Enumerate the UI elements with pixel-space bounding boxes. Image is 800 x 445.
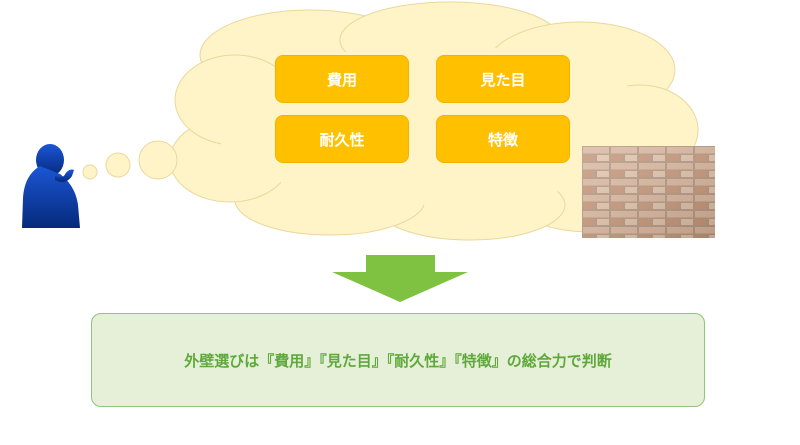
tag-feature: 特徴: [436, 115, 570, 163]
tag-cost-label: 費用: [326, 70, 357, 89]
thought-bubble-medium: [105, 152, 131, 178]
tag-feature-label: 特徴: [487, 130, 518, 149]
brick-wall-image: [582, 146, 715, 238]
tag-cost: 費用: [275, 55, 409, 103]
thought-bubble-large: [138, 140, 178, 180]
tag-look: 見た目: [436, 55, 570, 103]
tag-durability-label: 耐久性: [319, 130, 365, 149]
down-arrow: [332, 255, 468, 302]
tag-look-label: 見た目: [480, 70, 526, 89]
thought-bubble-small: [82, 164, 98, 180]
tag-durability: 耐久性: [275, 115, 409, 163]
thinking-person-icon: [22, 144, 80, 228]
summary-box: 外壁選びは『費用』『見た目』『耐久性』『特徴』の総合力で判断: [91, 313, 705, 407]
summary-text: 外壁選びは『費用』『見た目』『耐久性』『特徴』の総合力で判断: [184, 351, 612, 370]
